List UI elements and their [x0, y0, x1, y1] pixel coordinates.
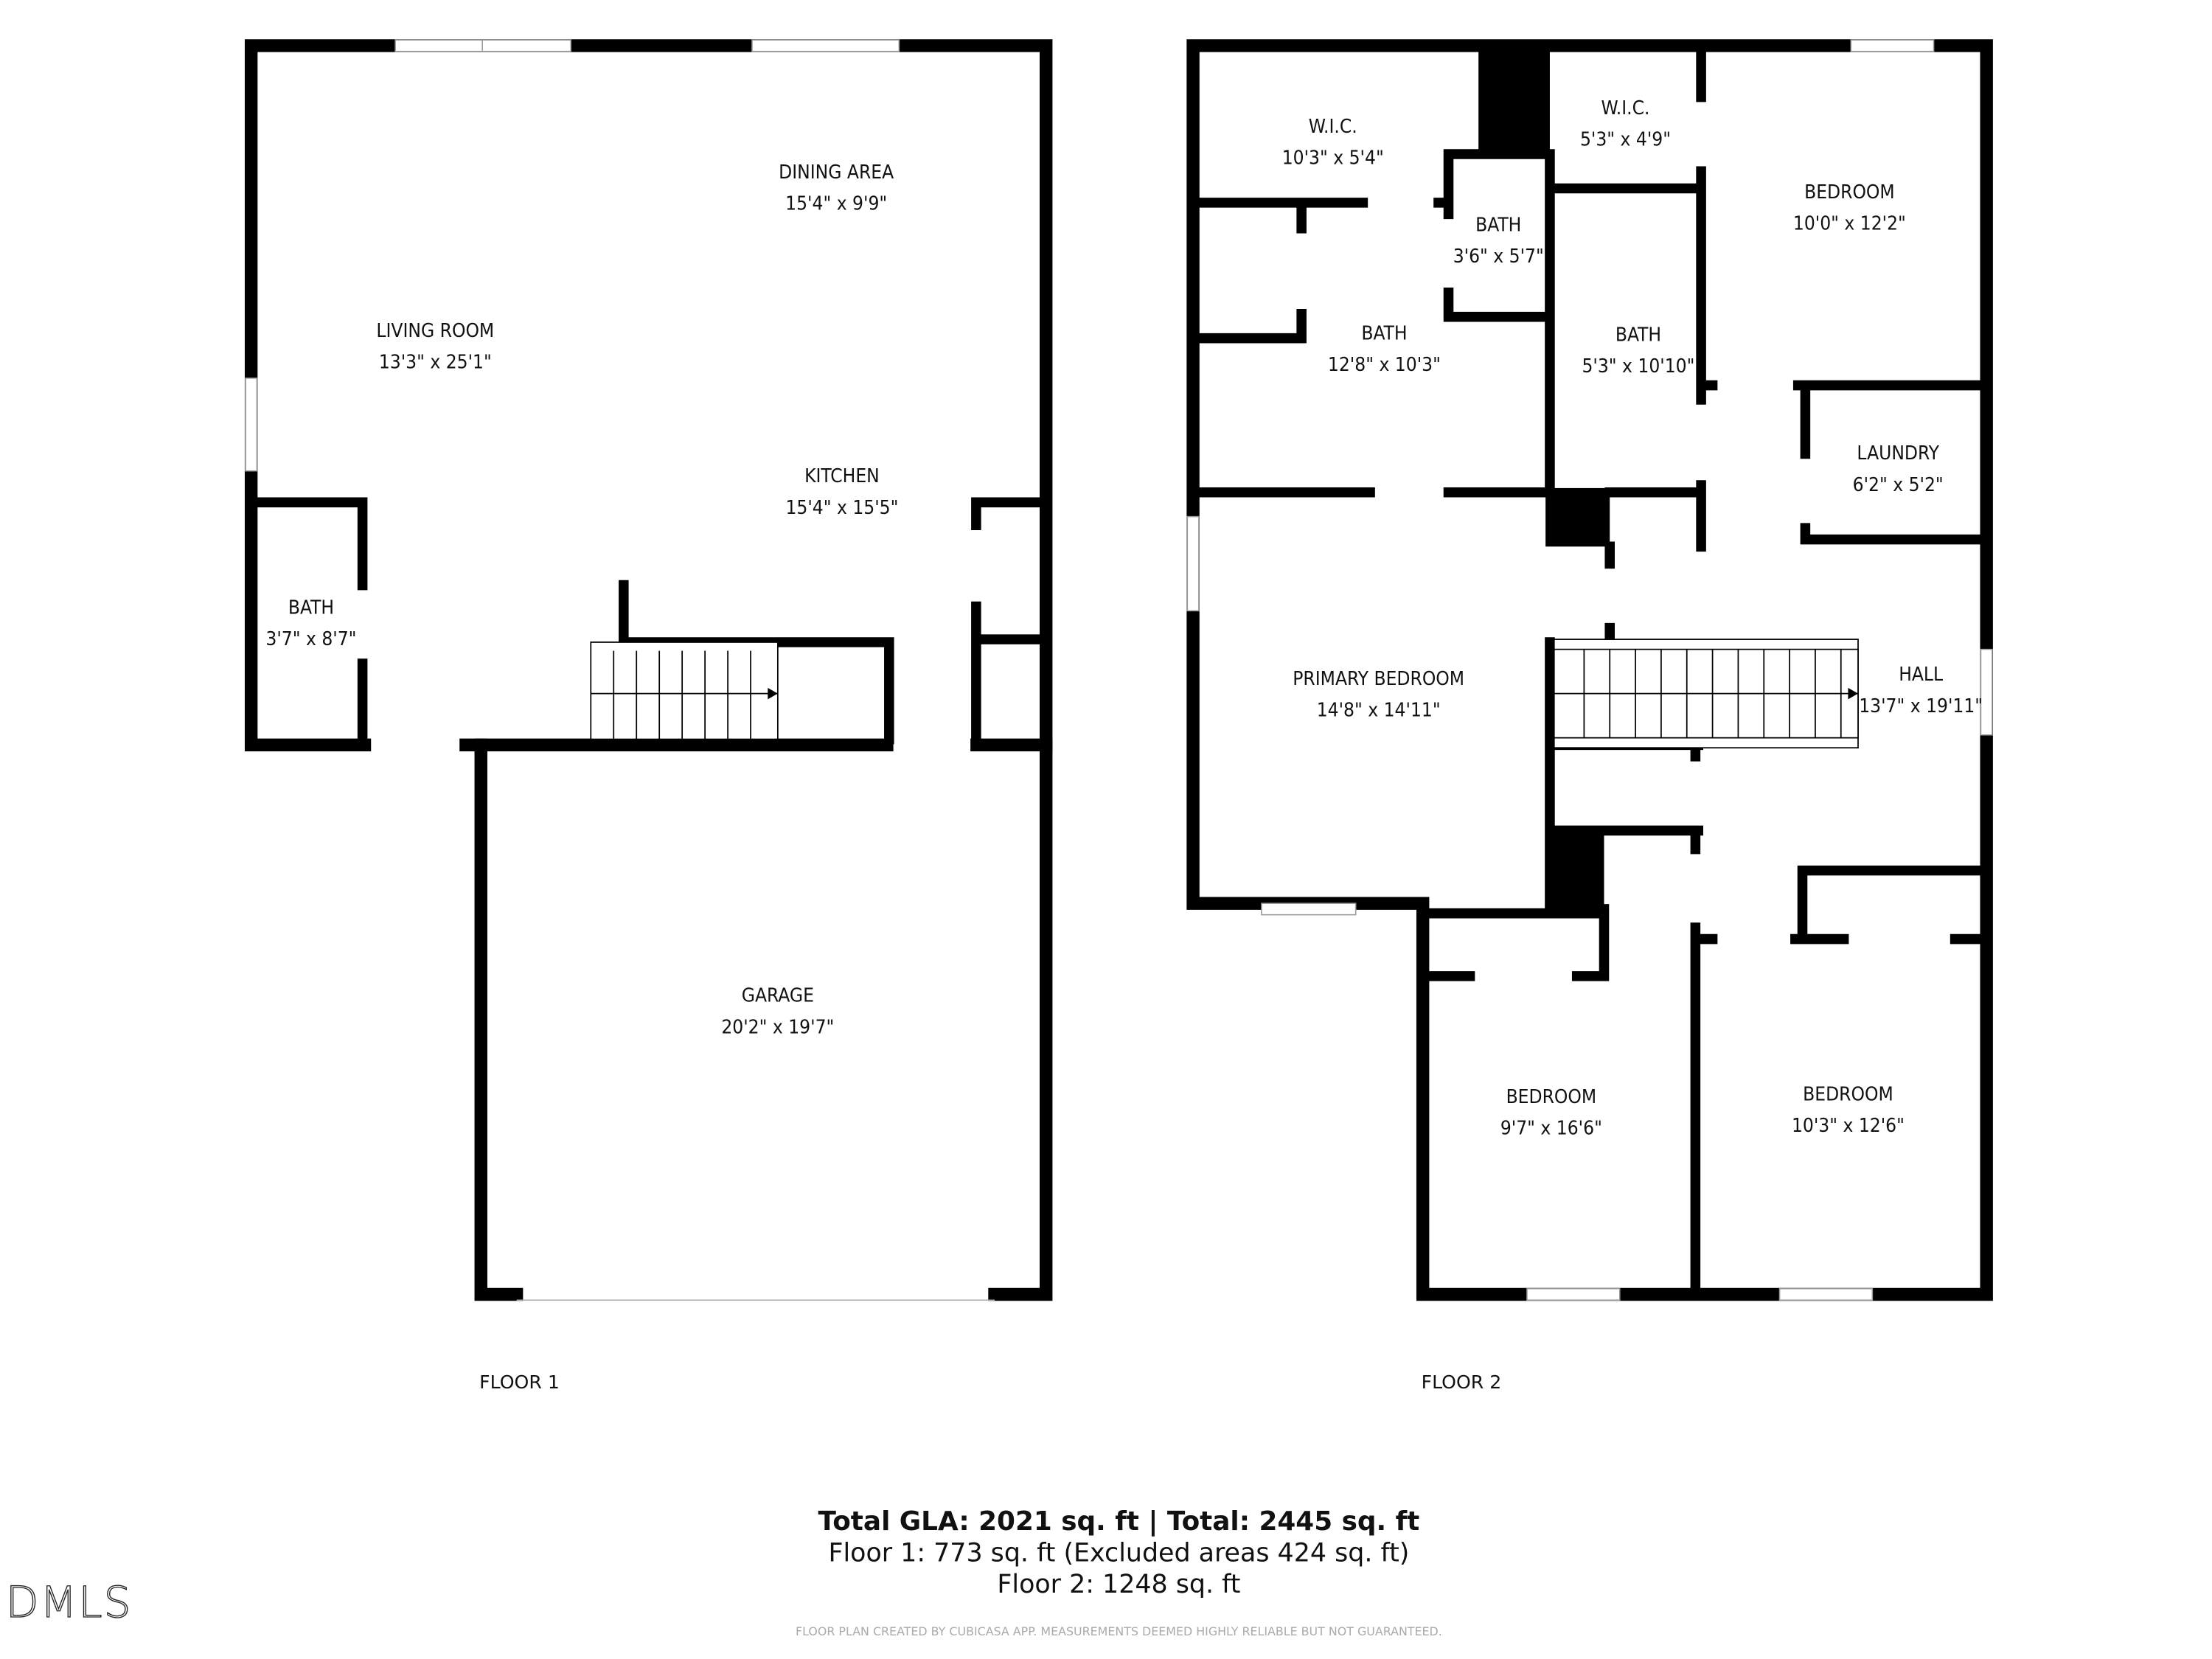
room-dims: 3'6" x 5'7" [1453, 246, 1544, 268]
door-opening [371, 737, 460, 752]
room-wic-2: W.I.C. 5'3" x 4'9" [1580, 97, 1671, 151]
room-wic-1: W.I.C. 10'3" x 5'4" [1282, 116, 1384, 170]
floor-2-exterior-walls [1186, 39, 1993, 1301]
room-dims: 9'7" x 16'6" [1500, 1118, 1602, 1140]
room-name: HALL [1899, 664, 1943, 686]
room-dims: 12'8" x 10'3" [1328, 354, 1441, 376]
door-opening [893, 737, 971, 752]
room-name: W.I.C. [1309, 116, 1357, 138]
window [1186, 515, 1200, 612]
floor-2-label: FLOOR 2 [1422, 1371, 1502, 1393]
room-primary-bedroom: PRIMARY BEDROOM 14'8" x 14'11" [1293, 668, 1464, 722]
room-living-room: LIVING ROOM 13'3" x 25'1" [376, 320, 494, 374]
window [1778, 1287, 1874, 1301]
room-name: KITCHEN [804, 465, 880, 487]
staircase [1553, 639, 1859, 749]
room-dims: 15'4" x 15'5" [785, 497, 898, 519]
window [1850, 39, 1935, 52]
room-bedroom-3: BEDROOM 10'3" x 12'6" [1792, 1083, 1905, 1137]
floor-1-plan: LIVING ROOM 13'3" x 25'1" DINING AREA 15… [244, 39, 1053, 1393]
window [1980, 648, 1993, 736]
room-name: BATH [1615, 324, 1661, 347]
room-hall: HALL 13'7" x 19'11" [1859, 664, 1983, 717]
room-primary-bath: BATH 12'8" x 10'3" [1328, 323, 1441, 377]
window [394, 39, 571, 52]
stair-arrow-icon [768, 687, 778, 700]
room-name: BATH [288, 597, 334, 619]
room-name: LAUNDRY [1857, 442, 1939, 465]
room-name: BATH [1475, 215, 1521, 237]
room-dims: 10'3" x 12'6" [1792, 1115, 1905, 1137]
room-kitchen: KITCHEN 15'4" x 15'5" [785, 465, 898, 519]
room-dims: 5'3" x 10'10" [1582, 355, 1694, 378]
room-dims: 13'7" x 19'11" [1859, 695, 1983, 717]
room-dims: 3'7" x 8'7" [265, 628, 356, 650]
floor-2-area: Floor 2: 1248 sq. ft [997, 1570, 1240, 1599]
room-name: BEDROOM [1803, 1083, 1893, 1105]
room-dims: 10'0" x 12'2" [1793, 213, 1906, 235]
staircase [590, 641, 779, 740]
stair-arrow-icon [1848, 687, 1858, 700]
room-garage: GARAGE 20'2" x 19'7" [721, 985, 834, 1039]
floor-1-area: Floor 1: 773 sq. ft (Excluded areas 424 … [828, 1538, 1409, 1568]
kitchen-closet-walls [971, 497, 1044, 745]
garage-walls [474, 738, 1053, 1301]
dmls-logo: DMLS [6, 1577, 133, 1627]
room-bath: BATH 3'7" x 8'7" [265, 597, 356, 650]
floor-2-plan: W.I.C. 10'3" x 5'4" W.I.C. 5'3" x 4'9" B… [1186, 39, 1993, 1393]
window [1526, 1287, 1621, 1301]
window [751, 39, 900, 52]
room-laundry: LAUNDRY 6'2" x 5'2" [1853, 442, 1944, 496]
room-dims: 5'3" x 4'9" [1580, 128, 1671, 150]
room-bath-2: BATH 5'3" x 10'10" [1582, 324, 1694, 378]
room-dims: 20'2" x 19'7" [721, 1016, 834, 1038]
disclaimer: FLOOR PLAN CREATED BY CUBICASA APP. MEAS… [796, 1624, 1442, 1638]
room-dims: 13'3" x 25'1" [379, 351, 492, 373]
bath-walls [251, 497, 368, 745]
room-name: W.I.C. [1601, 97, 1650, 119]
floor-1-label: FLOOR 1 [479, 1371, 560, 1393]
room-name: LIVING ROOM [376, 320, 494, 342]
room-name: BEDROOM [1804, 181, 1895, 204]
room-dims: 6'2" x 5'2" [1853, 474, 1944, 496]
room-name: GARAGE [742, 985, 814, 1007]
room-dims: 15'4" x 9'9" [785, 193, 887, 215]
room-name: BEDROOM [1506, 1086, 1597, 1108]
window [245, 378, 258, 472]
total-area: Total GLA: 2021 sq. ft | Total: 2445 sq.… [818, 1506, 1420, 1537]
window [1261, 902, 1357, 916]
room-name: DINING AREA [779, 161, 894, 184]
structural-blocks [1478, 45, 1610, 909]
room-name: BATH [1361, 323, 1407, 345]
room-bedroom-1: BEDROOM 10'0" x 12'2" [1793, 181, 1906, 235]
room-dims: 10'3" x 5'4" [1282, 147, 1384, 170]
room-dining-area: DINING AREA 15'4" x 9'9" [779, 161, 894, 215]
room-bath-small: BATH 3'6" x 5'7" [1453, 215, 1544, 268]
room-name: PRIMARY BEDROOM [1293, 668, 1464, 690]
room-dims: 14'8" x 14'11" [1317, 700, 1441, 722]
room-bedroom-2: BEDROOM 9'7" x 16'6" [1500, 1086, 1602, 1140]
